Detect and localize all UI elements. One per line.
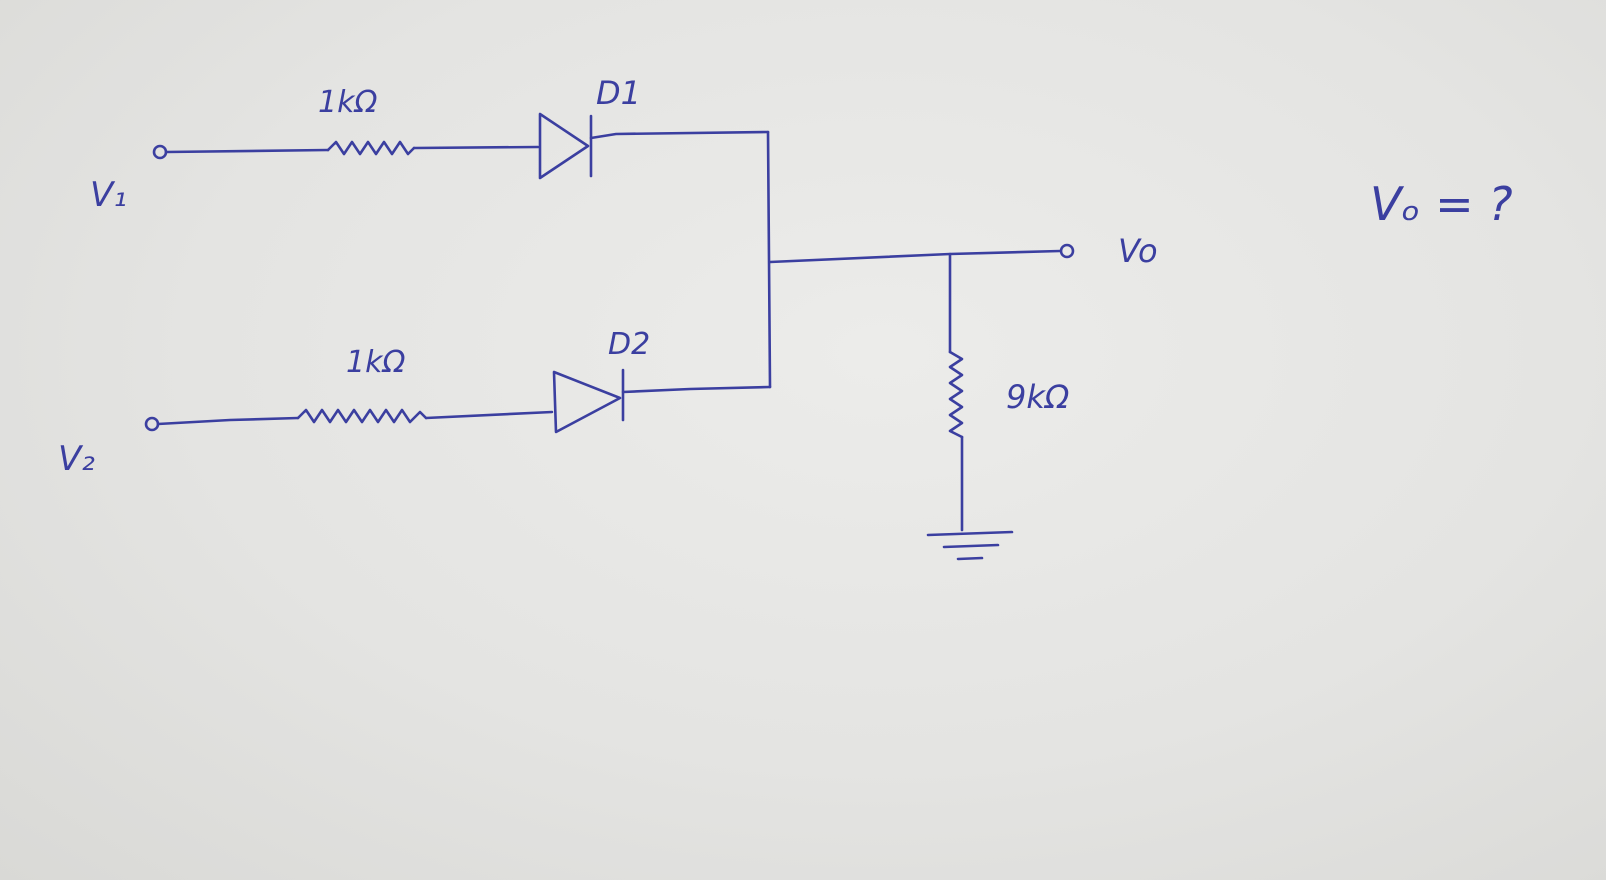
v2-terminal xyxy=(144,416,160,432)
ground-line-2 xyxy=(942,543,1000,549)
v1-input-wire xyxy=(164,148,330,154)
r2-label: 1kΩ xyxy=(346,345,405,380)
d1-output-wire xyxy=(589,130,770,140)
vo-label: Vo xyxy=(1118,232,1158,270)
d2-output-wire xyxy=(621,385,772,394)
ground-line-3 xyxy=(956,556,984,561)
v1-terminal xyxy=(152,144,168,160)
r2-resistor xyxy=(296,408,428,424)
junction-bus-wire xyxy=(766,130,772,389)
output-wire xyxy=(768,249,1062,264)
v1-label: V₁ xyxy=(90,175,127,215)
r3-label: 9kΩ xyxy=(1006,378,1070,416)
r1-d1-wire xyxy=(412,145,540,150)
d2-label: D2 xyxy=(608,327,650,362)
v2-input-wire xyxy=(156,416,300,426)
vo-terminal xyxy=(1059,243,1075,259)
ground-line-1 xyxy=(926,530,1014,537)
r3-resistor xyxy=(948,350,964,439)
v2-label: V₂ xyxy=(58,439,95,479)
question-text: Vₒ = ? xyxy=(1370,177,1513,231)
r1-label: 1kΩ xyxy=(318,85,377,120)
r1-resistor xyxy=(326,140,416,156)
d2-diode-triangle xyxy=(552,370,622,434)
d1-diode-triangle xyxy=(538,112,590,180)
r2-d2-wire xyxy=(424,410,554,420)
d1-label: D1 xyxy=(596,74,641,112)
